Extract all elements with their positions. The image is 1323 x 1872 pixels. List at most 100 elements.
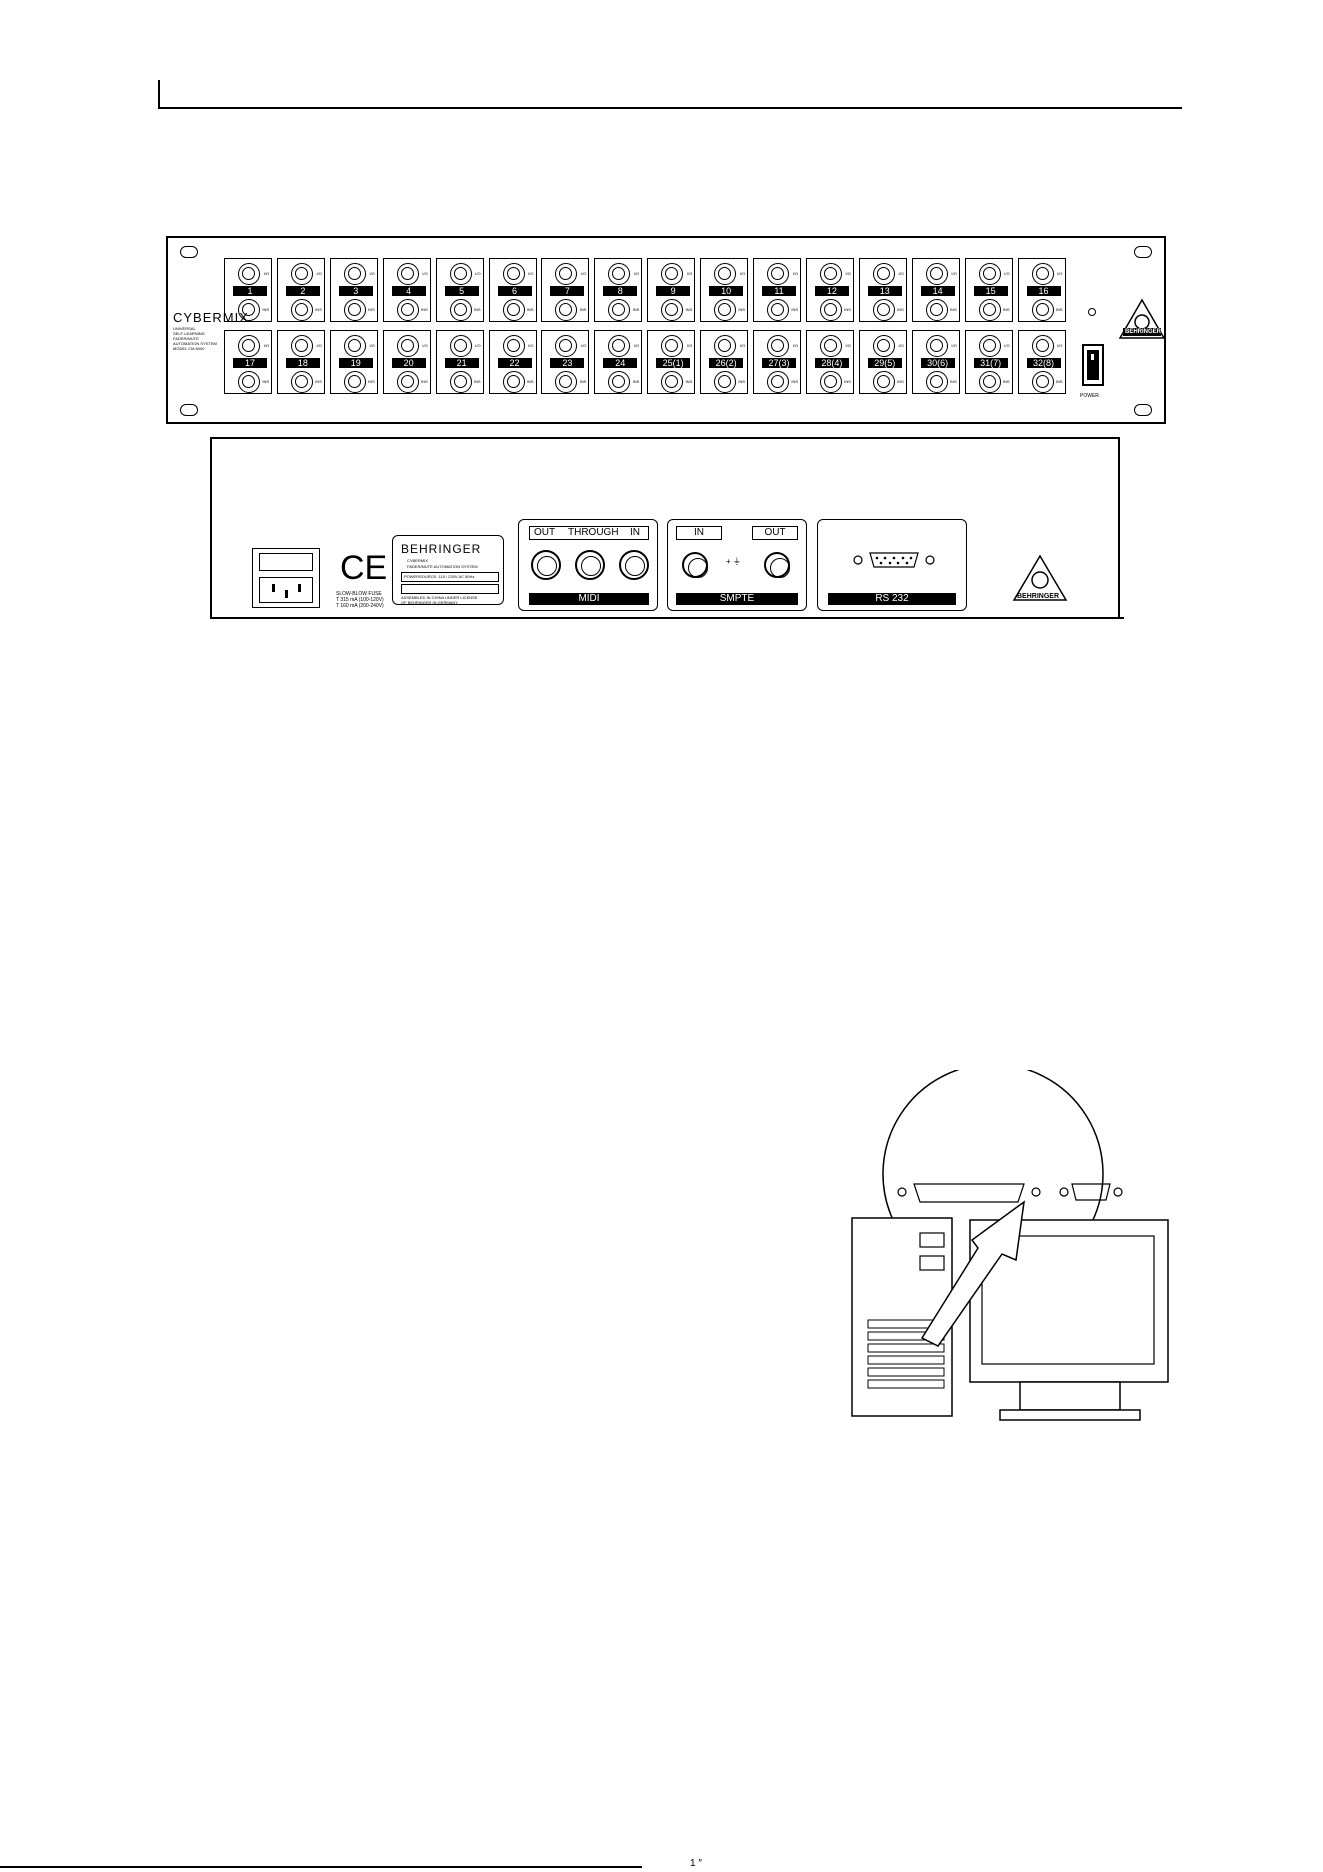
midi-through-din-connector-icon[interactable] xyxy=(575,550,605,580)
ins-label: INS xyxy=(1055,307,1063,312)
ins-jack-icon[interactable] xyxy=(502,299,525,321)
io-jack-icon[interactable] xyxy=(502,335,525,357)
io-jack-icon[interactable] xyxy=(661,335,684,357)
io-jack-icon[interactable] xyxy=(714,335,737,357)
io-jack-icon[interactable] xyxy=(396,335,419,357)
io-jack-icon[interactable] xyxy=(449,263,472,285)
ins-jack-icon[interactable] xyxy=(449,299,472,321)
io-jack-icon[interactable] xyxy=(343,335,366,357)
ins-jack-icon[interactable] xyxy=(767,299,789,321)
ins-jack-icon[interactable] xyxy=(290,371,313,393)
ins-jack-icon[interactable] xyxy=(608,371,631,393)
io-jack-icon[interactable] xyxy=(767,263,789,285)
io-jack-icon[interactable] xyxy=(290,263,313,285)
ins-jack-icon[interactable] xyxy=(343,299,366,321)
ins-jack-icon[interactable] xyxy=(396,371,419,393)
ins-label: INS xyxy=(526,307,534,312)
ins-jack-icon[interactable] xyxy=(555,299,578,321)
ins-jack-icon[interactable] xyxy=(714,371,737,393)
ins-jack-icon[interactable] xyxy=(819,371,842,393)
ins-jack-icon[interactable] xyxy=(925,371,948,393)
rack-hole-top-left xyxy=(180,246,198,258)
ins-jack-icon[interactable] xyxy=(819,299,842,321)
io-jack-icon[interactable] xyxy=(290,335,313,357)
io-jack-icon[interactable] xyxy=(661,263,684,285)
io-jack-icon[interactable] xyxy=(819,335,842,357)
ins-jack-icon[interactable] xyxy=(978,299,1001,321)
io-jack-icon[interactable] xyxy=(238,335,260,357)
ins-label: INS xyxy=(791,307,798,312)
ins-jack-icon[interactable] xyxy=(290,299,313,321)
ins-jack-icon[interactable] xyxy=(925,299,948,321)
ins-jack-icon[interactable] xyxy=(343,371,366,393)
ins-jack-icon[interactable] xyxy=(238,299,260,321)
io-jack-icon[interactable] xyxy=(872,335,895,357)
rear-panel-shadow xyxy=(214,617,1124,619)
ins-jack-icon[interactable] xyxy=(872,299,895,321)
channel-number: 32(8) xyxy=(1026,358,1061,368)
io-jack-icon[interactable] xyxy=(978,263,1001,285)
warning-triangle-icon xyxy=(1118,298,1166,342)
io-jack-icon[interactable] xyxy=(767,335,789,357)
midi-out-din-connector-icon[interactable] xyxy=(531,550,561,580)
io-jack-icon[interactable] xyxy=(396,263,419,285)
ins-jack-icon[interactable] xyxy=(238,371,260,393)
io-jack-icon[interactable] xyxy=(925,263,948,285)
io-jack-icon[interactable] xyxy=(925,335,948,357)
io-jack-icon[interactable] xyxy=(238,263,260,285)
ins-jack-icon[interactable] xyxy=(978,371,1001,393)
io-jack-icon[interactable] xyxy=(1031,263,1054,285)
io-jack-icon[interactable] xyxy=(608,263,631,285)
channel-number: 18 xyxy=(285,358,320,368)
ins-jack-icon[interactable] xyxy=(502,371,525,393)
midi-in-din-connector-icon[interactable] xyxy=(619,550,649,580)
channel-number: 2 xyxy=(285,286,320,296)
io-label: I/O xyxy=(422,271,428,276)
ce-mark: CE xyxy=(340,549,388,587)
ins-jack-icon[interactable] xyxy=(767,371,789,393)
io-jack-icon[interactable] xyxy=(555,335,578,357)
io-jack-icon[interactable] xyxy=(449,335,472,357)
io-jack-icon[interactable] xyxy=(1031,335,1054,357)
ins-label: INS xyxy=(950,379,957,384)
channel-number: 17 xyxy=(233,358,267,368)
io-jack-icon[interactable] xyxy=(714,263,737,285)
io-jack-icon[interactable] xyxy=(978,335,1001,357)
ins-jack-icon[interactable] xyxy=(449,371,472,393)
channel-number: 22 xyxy=(497,358,532,368)
io-label: I/O xyxy=(475,343,481,348)
ins-jack-icon[interactable] xyxy=(555,371,578,393)
channel-number: 12 xyxy=(814,286,849,296)
db9-connector-icon[interactable] xyxy=(852,550,936,570)
smpte-out-jack-icon[interactable] xyxy=(764,552,790,578)
ins-jack-icon[interactable] xyxy=(661,371,684,393)
io-label: I/O xyxy=(739,271,746,276)
iec-power-inlet-icon xyxy=(252,548,320,608)
magnifier-circle xyxy=(882,1063,1104,1223)
ins-jack-icon[interactable] xyxy=(396,299,419,321)
ins-jack-icon[interactable] xyxy=(608,299,631,321)
io-jack-icon[interactable] xyxy=(872,263,895,285)
power-switch-icon[interactable] xyxy=(1082,344,1104,386)
channel-number: 24 xyxy=(603,358,638,368)
ins-jack-icon[interactable] xyxy=(1031,371,1054,393)
io-label: I/O xyxy=(528,271,534,276)
smpte-in-jack-icon[interactable] xyxy=(682,552,708,578)
power-label: POWER xyxy=(1080,393,1099,399)
io-jack-icon[interactable] xyxy=(343,263,366,285)
ins-jack-icon[interactable] xyxy=(661,299,684,321)
io-jack-icon[interactable] xyxy=(502,263,525,285)
ins-jack-icon[interactable] xyxy=(1031,299,1054,321)
io-jack-icon[interactable] xyxy=(819,263,842,285)
ins-jack-icon[interactable] xyxy=(714,299,737,321)
io-jack-icon[interactable] xyxy=(608,335,631,357)
channel-number: 30(6) xyxy=(920,358,955,368)
io-jack-icon[interactable] xyxy=(555,263,578,285)
ins-jack-icon[interactable] xyxy=(872,371,895,393)
